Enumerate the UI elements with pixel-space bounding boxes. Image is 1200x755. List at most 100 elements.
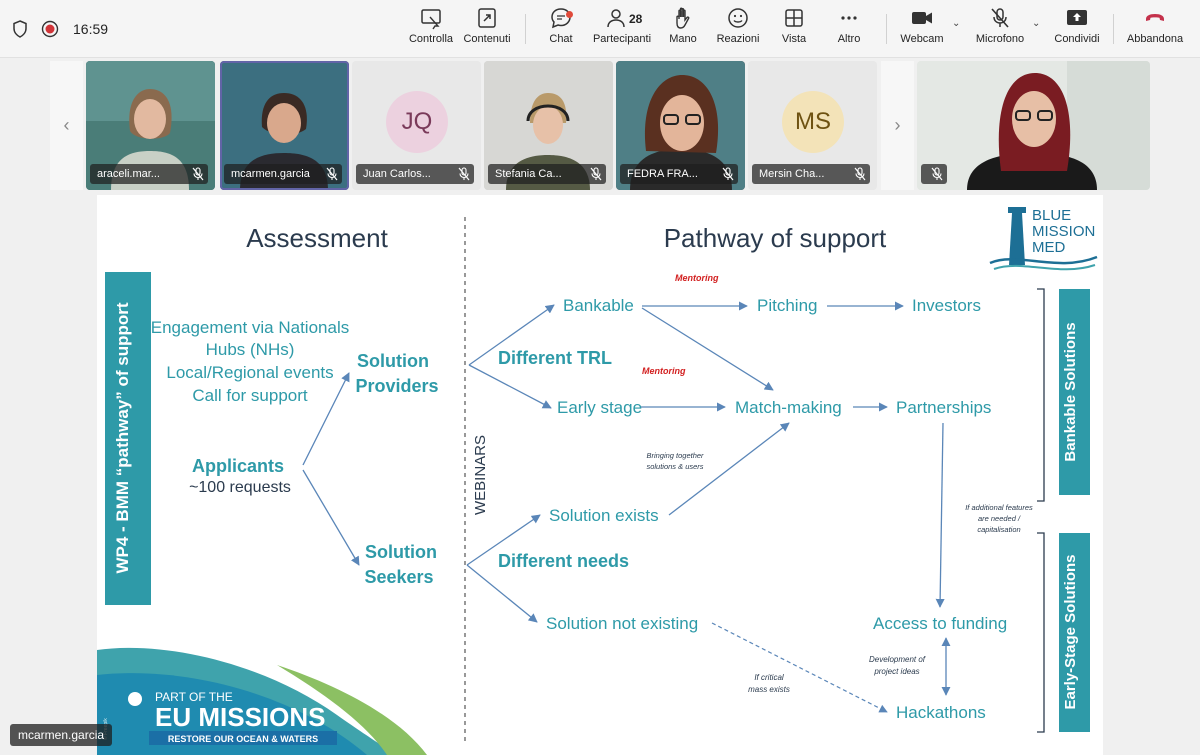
requests-label: ~100 requests [189,479,291,496]
webcam-options-chevron-icon[interactable]: ⌄ [952,18,961,29]
participant-count: 28 [629,12,643,26]
pitching-node: Pitching [757,296,817,315]
arrow-bankable-matchmaking [641,307,774,391]
chat-icon [551,8,571,29]
mic-muted-icon [326,167,338,181]
seekers-line1: Solution [365,542,437,562]
eu-missions-title: EU MISSIONS [155,702,325,732]
smiley-icon [728,8,748,28]
controlla-button[interactable]: Controlla [398,6,464,52]
annotation-critical: mass exists [748,685,790,694]
strip-prev-button[interactable]: ‹ [50,61,83,190]
people-icon [607,9,625,28]
participant-tile[interactable]: MS Mersin Cha... [748,61,877,190]
webinars-label: WEBINARS [472,435,489,515]
strip-next-button[interactable]: › [881,61,914,190]
contenuti-button[interactable]: Contenuti [454,6,520,52]
participant-name [921,164,947,184]
participant-name: mcarmen.garcia [224,164,342,184]
share-screen-icon [1067,10,1087,25]
engagement-line: Hubs (NHs) [206,340,295,359]
self-view-tile[interactable] [917,61,1150,190]
eu-restore: RESTORE OUR OCEAN & WATERS [168,734,318,744]
annotation-development: Development of [869,655,926,664]
toolbar-divider [525,14,526,44]
mentoring-label: Mentoring [642,366,686,376]
bankable-bracket [1037,288,1045,502]
early-stage-node: Early stage [557,398,642,417]
mic-muted-icon [458,167,470,181]
toolbar-divider [1113,14,1114,44]
early-stage-solutions-label: Early-Stage Solutions [1062,554,1079,709]
arrow-to-solution-exists [466,514,541,566]
different-trl-label: Different TRL [498,348,612,368]
eu-part-of: PART OF THE [155,690,233,704]
logo-line1: BLUE [1032,207,1071,224]
seekers-line2: Seekers [364,567,433,587]
annotation-bringing: Bringing together [646,451,704,460]
unread-badge [566,11,573,18]
applicants-label: Applicants [192,456,284,476]
blue-mission-med-logo: BLUE MISSION MED [989,207,1098,271]
wp4-side-bar [105,272,151,605]
arrow-to-bankable [468,304,555,366]
logo-line3: MED [1032,239,1066,256]
annotation-additional: are needed / [978,514,1021,523]
mic-off-icon [991,8,1009,28]
participant-tile-active-speaker[interactable]: mcarmen.garcia [220,61,349,190]
shield-icon [12,0,28,57]
match-making-node: Match-making [735,398,842,417]
vista-button[interactable]: Vista [761,6,827,52]
arrow-to-early-stage [468,364,552,409]
participant-tile[interactable]: Stefania Ca... [484,61,613,190]
arrow-solution-matchmaking [668,422,790,516]
providers-line2: Providers [355,376,438,396]
avatar: JQ [386,91,448,153]
mano-button[interactable]: Mano [650,6,716,52]
arrow-partnerships-funding [935,422,945,608]
annotation-additional: If additional features [965,503,1033,512]
arrow-to-seekers [302,469,360,566]
microfono-button[interactable]: Microfono [967,6,1033,52]
condividi-button[interactable]: Condividi [1044,6,1110,52]
wp4-side-label: WP4 - BMM “pathway” of support [113,302,132,573]
participant-tile[interactable]: araceli.mar... [86,61,215,190]
webcam-button[interactable]: Webcam [889,6,955,52]
participant-name: araceli.mar... [90,164,208,184]
chevron-right-icon: › [894,115,901,135]
participant-name: FEDRA FRA... [620,164,738,184]
more-icon [841,16,857,20]
participant-name: Juan Carlos... [356,164,474,184]
reazioni-button[interactable]: Reazioni [705,6,771,52]
arrow-to-providers [302,372,350,466]
investors-node: Investors [912,296,981,315]
altro-button[interactable]: Altro [816,6,882,52]
participant-tile[interactable]: FEDRA FRA... [616,61,745,190]
chat-button[interactable]: Chat [528,6,594,52]
pathway-diagram: PART OF THE EU MISSIONS RESTORE OUR OCEA… [97,207,1098,755]
bankable-solutions-label: Bankable Solutions [1062,322,1079,461]
abbandona-button[interactable]: Abbandona [1122,6,1188,52]
pathway-title: Pathway of support [664,223,887,253]
hang-up-icon [1146,14,1164,21]
mic-muted-icon [854,167,866,181]
participant-video-feed [917,61,1150,190]
engagement-line: Engagement via Nationals [151,318,349,337]
shared-slide: PART OF THE EU MISSIONS RESTORE OUR OCEA… [97,195,1103,755]
presenter-name-tag: mcarmen.garcia [10,724,113,746]
participant-tile[interactable]: JQ Juan Carlos... [352,61,481,190]
mic-options-chevron-icon[interactable]: ⌄ [1032,18,1041,29]
participant-name: Stefania Ca... [488,164,606,184]
lighthouse-icon [1009,213,1025,265]
chevron-left-icon: ‹ [63,115,70,135]
mentoring-label: Mentoring [675,273,719,283]
early-stage-solutions-bar [1059,533,1090,732]
providers-line1: Solution [357,351,429,371]
arrow-notexisting-hackathons [711,622,888,713]
recording-icon [41,0,59,57]
different-needs-label: Different needs [498,551,629,571]
participant-name: Mersin Cha... [752,164,870,184]
participants-button[interactable]: 28 Partecipanti [588,6,656,52]
solution-exists-node: Solution exists [549,506,659,525]
partnerships-node: Partnerships [896,398,991,417]
